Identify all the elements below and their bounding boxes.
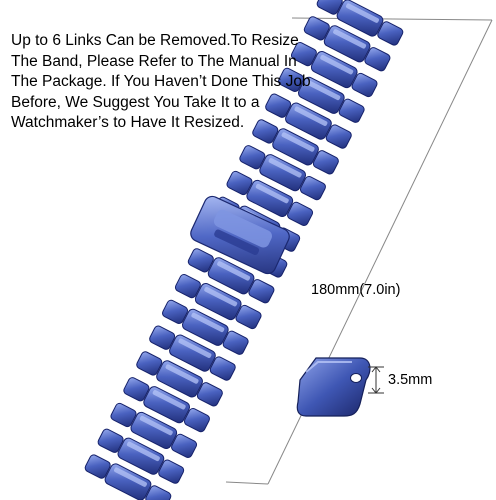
watch-band — [84, 0, 404, 500]
caption-line: Watchmaker’s to Have It Resized. — [11, 114, 245, 131]
caption-line: Up to 6 Links Can be Removed.To Resize — [11, 32, 299, 49]
band-link — [174, 273, 262, 330]
band-link — [290, 41, 378, 98]
band-link — [252, 119, 339, 175]
height-dimension-marker — [368, 366, 384, 394]
band-link — [278, 67, 365, 123]
band-link — [265, 93, 352, 149]
band-links — [84, 0, 404, 500]
band-link — [110, 402, 198, 459]
band-link — [187, 248, 275, 304]
band-clasp — [190, 195, 290, 275]
caption-line: The Package. If You Haven’t Done This Jo… — [11, 73, 311, 90]
band-link — [239, 145, 326, 201]
band-link — [84, 454, 172, 500]
band-link — [316, 0, 404, 46]
band-link — [97, 428, 185, 484]
band-link — [149, 325, 236, 381]
band-link — [226, 170, 314, 227]
caption-line: Before, We Suggest You Take It to a — [11, 93, 260, 111]
band-link — [123, 377, 210, 433]
band-link — [162, 299, 249, 355]
band-link — [303, 16, 391, 72]
band-link — [136, 351, 223, 407]
resize-instructions: Up to 6 Links Can be Removed.To Resize T… — [11, 31, 316, 134]
link-height-label: 3.5mm — [388, 372, 433, 388]
caption-line: The Band, Please Refer to The Manual In — [11, 52, 297, 70]
band-length-label: 180mm(7.0in) — [311, 282, 401, 298]
link-spacer-piece — [296, 357, 371, 417]
